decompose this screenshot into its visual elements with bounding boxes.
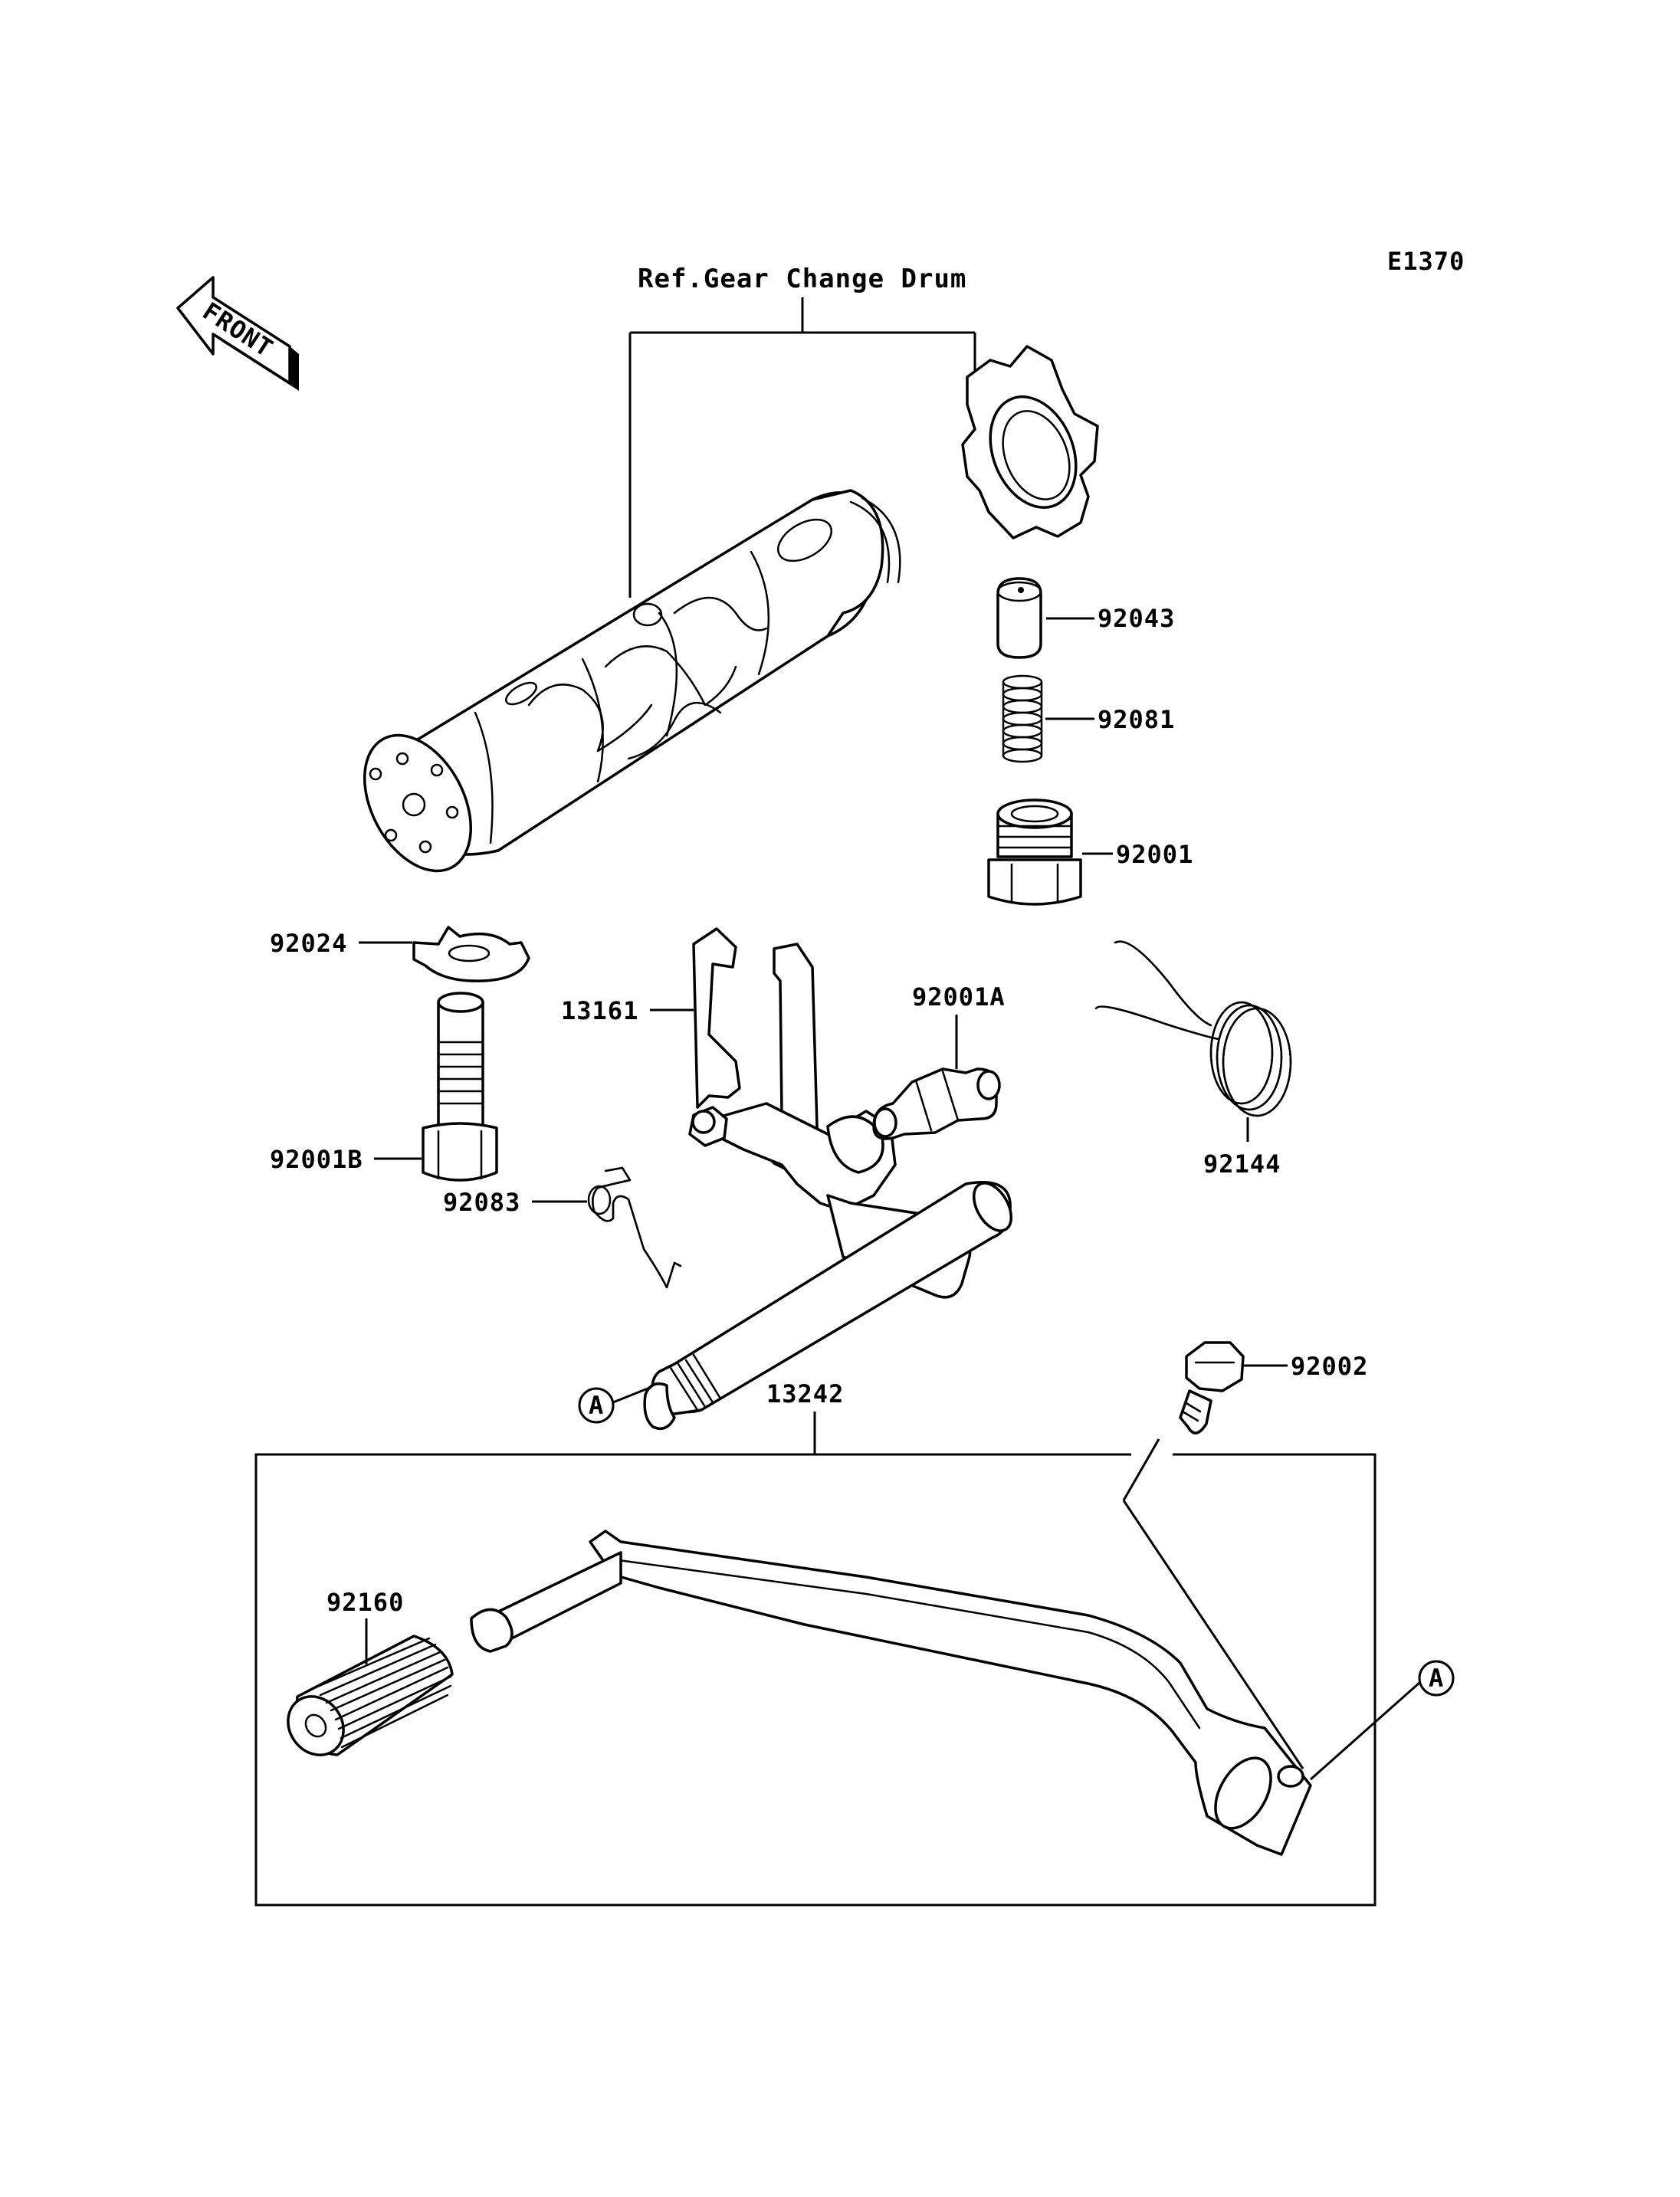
- reference-marker-a-lower: A: [1418, 1660, 1455, 1697]
- part-label-13161: 13161: [561, 996, 638, 1025]
- drum-cam-plate: [961, 345, 1099, 539]
- svg-text:A: A: [1429, 1664, 1444, 1693]
- bolt-92002: [1179, 1341, 1245, 1435]
- ref-gear-change-drum-label: Ref.Gear Change Drum: [638, 264, 966, 294]
- front-arrow-icon: FRONT: [176, 276, 299, 391]
- part-label-92001B: 92001B: [270, 1145, 363, 1174]
- shift-pedal-assembly-box: [254, 1453, 1376, 1907]
- pin-92043: [996, 577, 1042, 659]
- diagram-code: E1370: [1387, 247, 1465, 276]
- part-label-92160: 92160: [326, 1588, 404, 1617]
- part-label-92001A: 92001A: [912, 982, 1006, 1012]
- pedal-rubber-92160: [287, 1635, 454, 1756]
- shift-shaft-13161: [643, 927, 1013, 1430]
- part-label-92081: 92081: [1098, 705, 1175, 734]
- bolt-92001B: [422, 992, 498, 1182]
- part-label-92001: 92001: [1116, 840, 1193, 869]
- part-label-92024: 92024: [270, 929, 347, 958]
- part-label-92144: 92144: [1203, 1149, 1281, 1179]
- plug-bolt-92001: [987, 798, 1082, 906]
- ref-bracket: [628, 297, 976, 598]
- part-label-13242: 13242: [766, 1379, 844, 1408]
- part-label-92043: 92043: [1098, 604, 1175, 633]
- pin-bolt-92001A: [872, 1067, 1001, 1140]
- return-spring-92083: [587, 1166, 682, 1289]
- part-label-92083: 92083: [443, 1188, 520, 1217]
- gear-change-drum: [363, 489, 901, 873]
- spring-92081: [1002, 674, 1043, 763]
- torsion-spring-92144: [1094, 940, 1292, 1117]
- part-label-92002: 92002: [1291, 1352, 1368, 1381]
- reference-marker-a-upper: A: [578, 1387, 615, 1424]
- lock-washer-92024: [412, 926, 530, 982]
- svg-text:A: A: [589, 1391, 604, 1420]
- shift-pedal: [470, 1530, 1312, 1856]
